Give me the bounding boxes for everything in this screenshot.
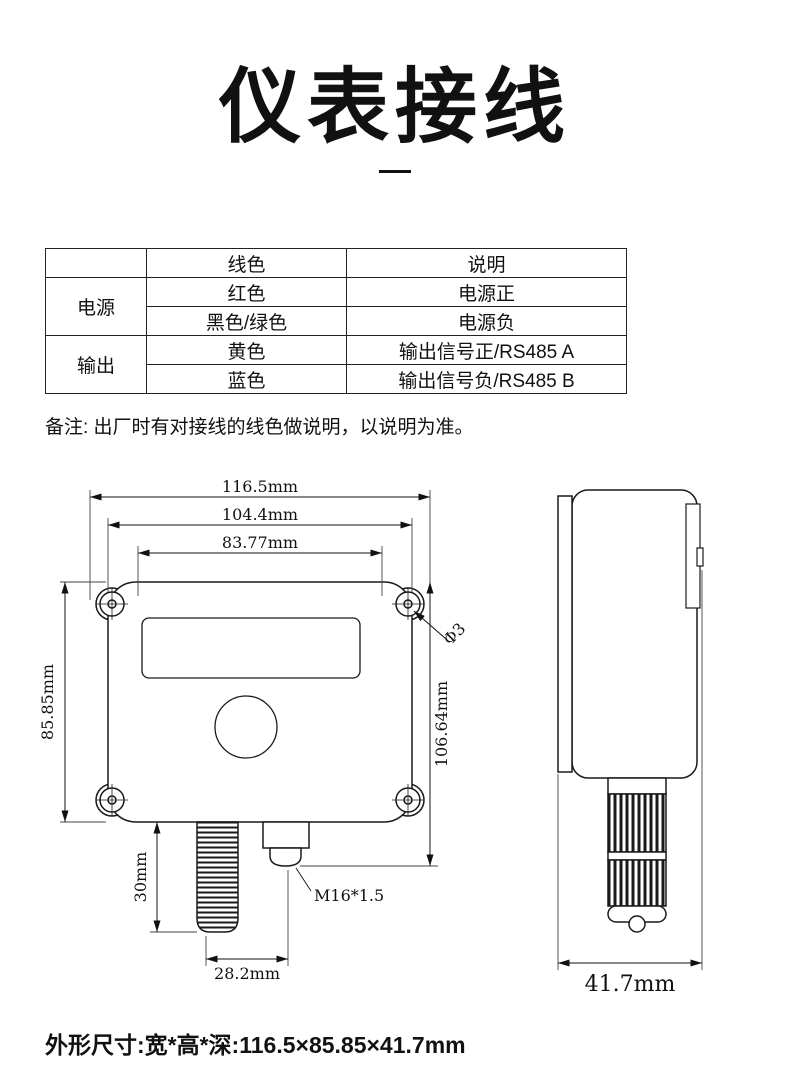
side-tab [696,547,704,567]
front-extension-lines [60,490,438,966]
leader-gland-thread [295,867,312,892]
wire-desc-cell: 电源负 [346,306,627,336]
wire-desc-cell: 输出信号负/RS485 B [346,364,627,394]
front-dimension-lines [61,493,447,963]
front-view [95,581,425,933]
wire-desc-cell: 输出信号正/RS485 A [346,335,627,365]
probe-tip [628,915,646,933]
probe-front [196,821,239,933]
side-enclosure-body [571,489,698,779]
table-row: 电源 红色 电源正 [45,277,627,336]
screw-hole [96,588,128,620]
side-extension-lines [557,570,703,970]
dim-width-mid: 104.4mm [222,505,298,524]
screw-hole [392,784,424,816]
page-title: 仪表接线 [218,62,571,153]
display-window [141,617,361,679]
table-row: 蓝色 输出信号负/RS485 B [46,364,627,394]
header-wire-color: 线色 [146,248,347,278]
dim-height-right: 106.64mm [432,681,451,767]
group-label-power: 电源 [45,277,147,336]
wire-color-cell: 蓝色 [146,364,347,394]
group-label-output: 输出 [45,335,147,394]
note-text: 备注: 出厂时有对接线的线色做说明，以说明为准。 [45,417,474,438]
label-gland-thread: M16*1.5 [314,886,384,905]
overall-dimensions: 外形尺寸:宽*高*深:116.5×85.85×41.7mm [45,1032,466,1058]
technical-drawing: 116.5mm 104.4mm 83.77mm 85.85mm 106.64mm… [38,477,704,997]
dim-hole-diameter: Φ3 [439,619,469,649]
side-mount-plate [557,495,573,773]
wire-desc-cell: 电源正 [346,277,627,307]
cable-gland [262,821,310,867]
table-row: 输出 黄色 输出信号正/RS485 A [45,335,627,394]
sensor-circle [214,695,278,759]
screw-hole [96,784,128,816]
table-header-row: 线色 说明 [45,248,627,278]
side-probe [607,777,667,933]
dim-height-left: 85.85mm [38,664,57,740]
wire-color-cell: 黄色 [146,335,347,365]
header-blank-cell [45,248,147,278]
dim-probe-offset: 28.2mm [214,964,280,983]
screw-hole [392,588,424,620]
wire-color-cell: 黑色/绿色 [146,306,347,336]
leader-hole-diameter [413,610,447,640]
dim-width-outer: 116.5mm [222,477,298,496]
dim-depth: 41.7mm [585,972,676,997]
wiring-table: 线色 说明 电源 红色 电源正 黑色/绿色 电源负 输出 黄色 输出信号正/RS… [45,248,627,394]
front-dimension-texts: 116.5mm 104.4mm 83.77mm 85.85mm 106.64mm… [38,477,469,983]
header-description: 说明 [346,248,627,278]
dim-width-inner: 83.77mm [222,533,298,552]
wire-color-cell: 红色 [146,277,347,307]
title-underline [379,170,411,173]
side-view [557,489,704,933]
dim-probe-length: 30mm [131,852,150,903]
table-row: 黑色/绿色 电源负 [46,306,627,336]
